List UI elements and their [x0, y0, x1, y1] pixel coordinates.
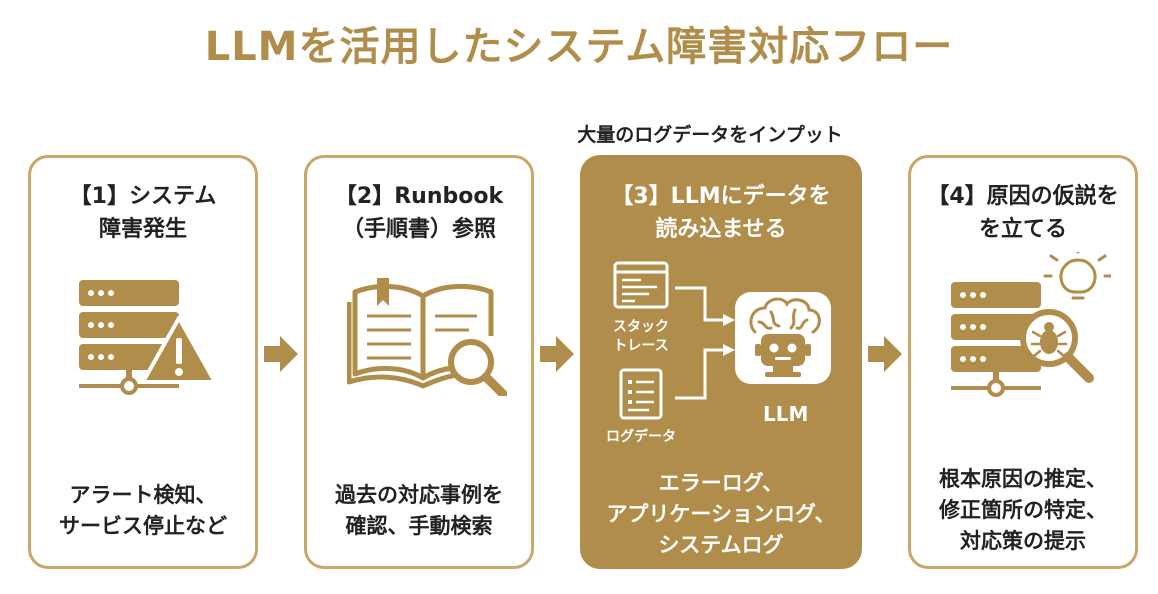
step-desc-line: システムログ: [658, 533, 784, 557]
document-list-icon: [619, 368, 663, 424]
step-title: 【2】Runbook （手順書）参照: [307, 180, 531, 246]
step-title-line: 【4】原因の仮説を: [927, 184, 1119, 209]
server-bug-search-icon: [951, 244, 1113, 406]
step-desc-line: 過去の対応事例を: [335, 483, 503, 507]
input-label-stack-trace: スタック トレース: [601, 318, 681, 356]
llm-label: LLM: [763, 402, 809, 426]
step-desc-line: エラーログ、: [658, 471, 784, 495]
input-label-line: スタック: [613, 319, 669, 335]
step-card-1: 【1】システム 障害発生 アラート検知、 サービス停止など: [28, 155, 258, 569]
step-desc: エラーログ、 アプリケーションログ、 システムログ: [583, 468, 859, 561]
step-desc-line: サービス停止など: [59, 514, 227, 538]
step-card-2: 【2】Runbook （手順書）参照 過去の対応事例を 確認、手動検索: [304, 155, 534, 569]
step-desc: 過去の対応事例を 確認、手動検索: [307, 480, 531, 542]
step-card-3: 【3】LLMにデータを 読み込ませる スタック トレース: [580, 155, 862, 569]
step-card-4: 【4】原因の仮説を を立てる: [908, 155, 1138, 569]
terminal-window-icon: [613, 261, 669, 313]
step-title-line: 【2】Runbook: [334, 184, 504, 209]
flow-arrow-icon: [868, 334, 904, 378]
step-desc-line: 対応策の提示: [960, 529, 1086, 553]
step-title-line: を立てる: [978, 217, 1067, 242]
step-desc-line: アプリケーションログ、: [606, 502, 836, 526]
book-search-icon: [346, 276, 508, 400]
step-title: 【3】LLMにデータを 読み込ませる: [583, 180, 859, 246]
step-title-line: 【1】システム: [69, 184, 217, 209]
step-desc-line: 確認、手動検索: [345, 514, 493, 538]
step-desc: アラート検知、 サービス停止など: [31, 480, 255, 542]
step-desc-line: 根本原因の推定、: [939, 467, 1107, 491]
step-title-line: （手順書）参照: [341, 217, 496, 242]
server-warning-icon: [79, 280, 219, 404]
step-desc-line: 修正箇所の特定、: [939, 498, 1107, 522]
input-label-log-data: ログデータ: [593, 428, 689, 447]
input-note: 大量のログデータをインプット: [577, 124, 843, 146]
input-label-line: ログデータ: [606, 429, 676, 445]
input-label-line: トレース: [613, 338, 669, 354]
step-title-line: 【3】LLMにデータを: [611, 184, 831, 209]
robot-brain-icon: [735, 292, 831, 388]
step-desc: 根本原因の推定、 修正箇所の特定、 対応策の提示: [911, 464, 1135, 557]
diagram-title: LLMを活用したシステム障害対応フロー: [204, 24, 954, 70]
step-title: 【4】原因の仮説を を立てる: [911, 180, 1135, 246]
flow-arrow-icon: [540, 334, 576, 378]
step-title-line: 障害発生: [98, 217, 187, 242]
step-title-line: 読み込ませる: [655, 217, 787, 242]
connector-arrows-icon: [671, 278, 737, 412]
step-title: 【1】システム 障害発生: [31, 180, 255, 246]
step-desc-line: アラート検知、: [69, 483, 217, 507]
flow-arrow-icon: [264, 334, 300, 378]
